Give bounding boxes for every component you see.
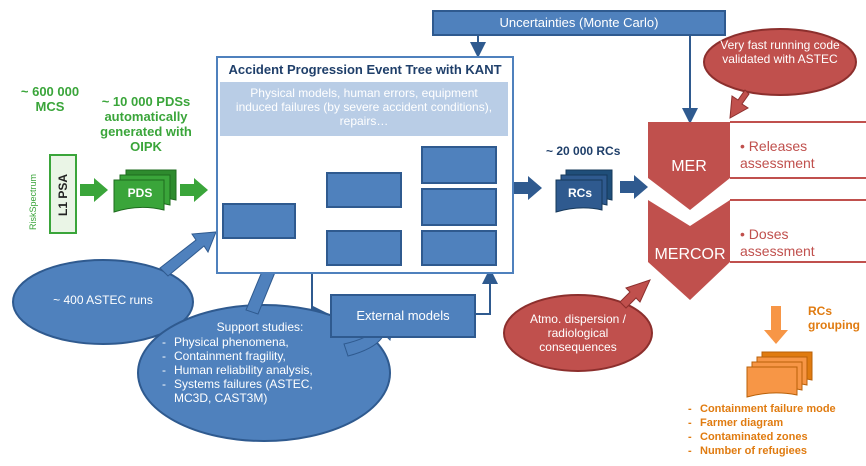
mercor-label: MERCOR xyxy=(654,246,726,263)
astec-runs-bubble xyxy=(12,259,194,345)
external-to-kant-arrow xyxy=(474,268,498,315)
support-item: Human reliability analysis, xyxy=(160,363,314,377)
releases-text: Releases assessment xyxy=(740,138,815,171)
pds-stack xyxy=(113,169,177,213)
support-studies-list: Physical phenomena, Containment fragilit… xyxy=(160,335,360,405)
support-item: Physical phenomena, xyxy=(160,335,360,349)
support-studies-title: Support studies: xyxy=(216,320,304,334)
mercor-chevron xyxy=(648,200,730,300)
tree-node-root xyxy=(222,203,296,239)
support-item: Containment fragility, xyxy=(160,349,360,363)
riskspectrum-label: RiskSpectrum xyxy=(28,173,38,230)
output-item: Containment failure mode xyxy=(686,402,866,416)
doses-label: • Doses assessment xyxy=(740,226,815,259)
rcs-label: RCs xyxy=(567,186,592,200)
outputs-list: Containment failure mode Farmer diagram … xyxy=(686,402,866,458)
fast-code-label: Very fast running code validated with AS… xyxy=(720,38,840,66)
fast-code-bubble xyxy=(703,28,857,96)
kant-title: Accident Progression Event Tree with KAN… xyxy=(228,62,502,77)
external-models-label: External models xyxy=(356,308,450,323)
rcs-count-label: ~ 20 000 RCs xyxy=(546,144,621,158)
releases-label: • Releases assessment xyxy=(740,138,815,171)
mcs-label: ~ 600 000 MCS xyxy=(20,84,80,114)
atmo-bubble xyxy=(503,294,653,372)
rcs-grouping-label: RCs grouping xyxy=(808,304,860,332)
support-studies-text: Support studies: Physical phenomena, Con… xyxy=(160,320,360,405)
external-models-box: External models xyxy=(330,294,476,338)
tree-node-leaf-2 xyxy=(421,188,497,226)
tree-node-leaf-3 xyxy=(421,230,497,266)
uncertainties-label: Uncertainties (Monte Carlo) xyxy=(499,15,659,30)
uncertainties-box: Uncertainties (Monte Carlo) xyxy=(432,10,726,36)
rcs-stack xyxy=(555,169,613,213)
tree-node-mid-2 xyxy=(326,230,402,266)
pds-to-kant-arrow xyxy=(180,178,208,202)
support-item: Systems failures (ASTEC, MC3D, CAST3M) xyxy=(160,377,324,405)
output-item: Farmer diagram xyxy=(686,416,866,430)
astec-to-kant-arrow xyxy=(159,231,217,277)
pds-count-label: ~ 10 000 PDSs automatically generated wi… xyxy=(100,94,192,154)
grouping-arrow xyxy=(764,306,788,344)
l1psa-label: L1 PSA xyxy=(56,173,70,216)
doses-text: Doses assessment xyxy=(740,226,815,259)
atmo-label: Atmo. dispersion / radiological conseque… xyxy=(529,312,627,354)
mer-label: MER xyxy=(671,158,707,175)
tree-node-mid-1 xyxy=(326,172,402,208)
rcs-grouping-stack xyxy=(746,351,813,398)
l1psa-box xyxy=(49,154,77,234)
astec-runs-label: ~ 400 ASTEC runs xyxy=(53,293,153,307)
atmo-arrow xyxy=(619,279,651,309)
psa-to-pds-arrow xyxy=(80,178,108,202)
tree-node-leaf-1 xyxy=(421,146,497,184)
pds-label: PDS xyxy=(127,186,153,200)
kant-to-external-arrow xyxy=(311,272,329,322)
rcs-to-mer-arrow xyxy=(620,175,648,199)
mer-chevron xyxy=(648,122,730,210)
kant-subtitle: Physical models, human errors, equipment… xyxy=(220,82,508,136)
fast-code-arrow xyxy=(729,89,750,119)
output-item: Contaminated zones xyxy=(686,430,866,444)
output-item: Number of refugiees xyxy=(686,444,866,458)
kant-to-rcs-arrow xyxy=(512,176,542,200)
